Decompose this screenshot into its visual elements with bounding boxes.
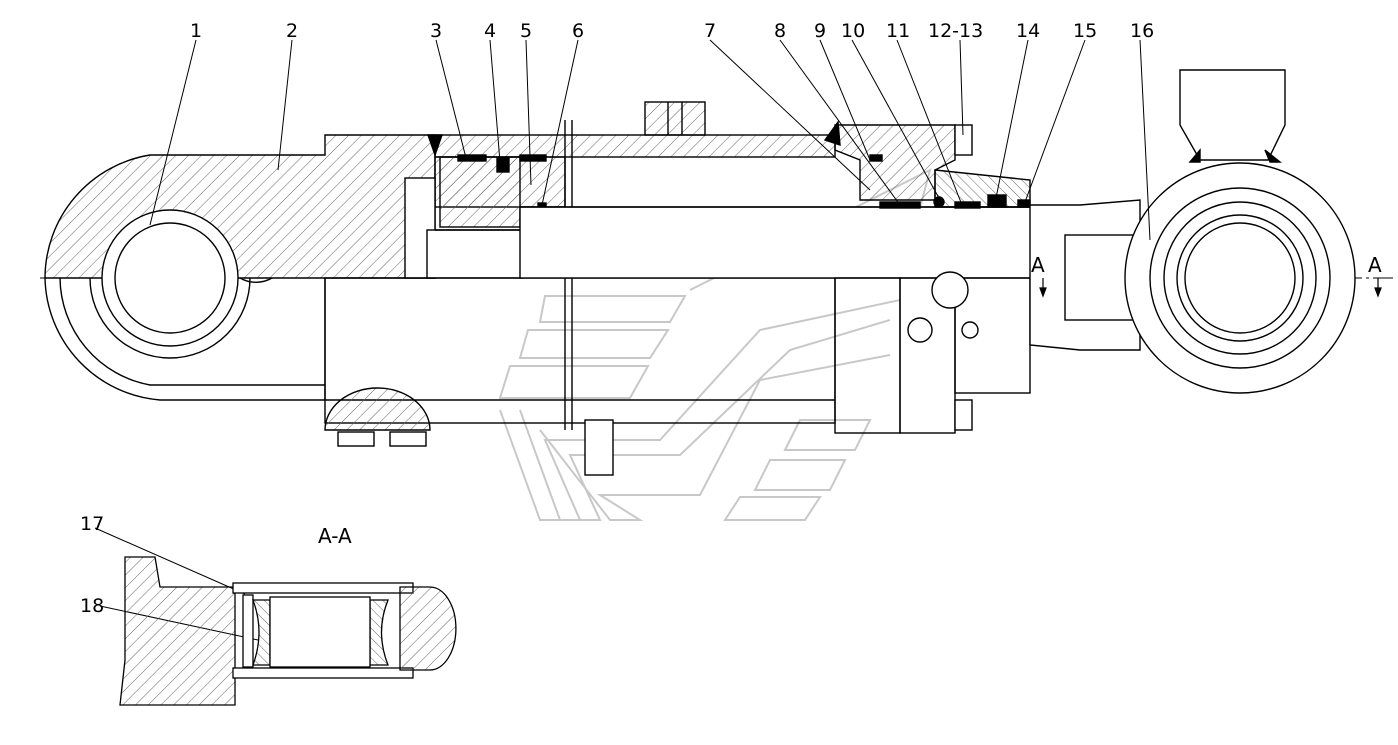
section-arrows (1039, 278, 1382, 298)
callout-8: 8 (774, 20, 786, 42)
callout-labels: 1 2 3 4 5 6 7 8 9 10 11 12-13 14 15 16 1… (80, 20, 1382, 617)
callout-17: 17 (80, 513, 104, 535)
callout-10: 10 (841, 20, 865, 42)
callout-14: 14 (1016, 20, 1040, 42)
callout-5: 5 (520, 20, 532, 42)
callout-1: 1 (190, 20, 202, 42)
section-title: A-A (318, 524, 352, 548)
callout-7: 7 (704, 20, 716, 42)
leader-lines (94, 39, 1151, 641)
callout-12-13: 12-13 (928, 20, 983, 42)
callout-15: 15 (1073, 20, 1097, 42)
callout-3: 3 (430, 20, 442, 42)
callout-16: 16 (1130, 20, 1154, 42)
cylinder-body (44, 69, 1356, 476)
section-mark-right: A (1368, 253, 1382, 277)
callout-9: 9 (814, 20, 826, 42)
section-a-a-view (119, 556, 457, 706)
section-mark-left: A (1031, 253, 1045, 277)
callout-2: 2 (286, 20, 298, 42)
callout-4: 4 (484, 20, 496, 42)
callout-18: 18 (80, 595, 104, 617)
callout-6: 6 (572, 20, 584, 42)
callout-11: 11 (886, 20, 910, 42)
